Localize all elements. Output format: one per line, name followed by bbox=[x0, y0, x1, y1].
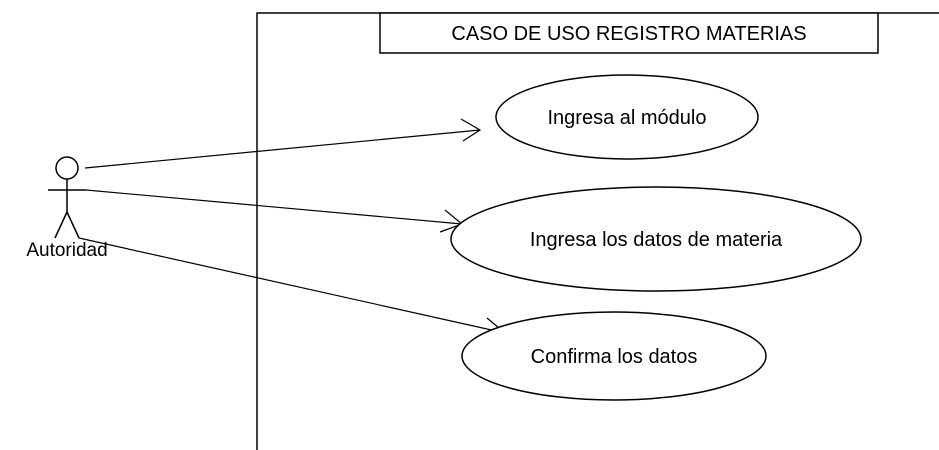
use-case-confirma-datos: Confirma los datos bbox=[461, 311, 767, 401]
association-line bbox=[85, 189, 463, 225]
actor-left-leg bbox=[54, 211, 68, 239]
use-case-ingresa-modulo: Ingresa al módulo bbox=[495, 74, 759, 160]
association-3 bbox=[78, 237, 507, 340]
title-box bbox=[379, 12, 879, 54]
use-case-ingresa-datos: Ingresa los datos de materia bbox=[450, 186, 862, 292]
actor-label: Autoridad bbox=[26, 240, 107, 261]
actor-head bbox=[55, 156, 79, 180]
actor-autoridad: Autoridad bbox=[26, 156, 108, 261]
association-line bbox=[84, 129, 481, 169]
use-case-ellipse bbox=[450, 186, 862, 292]
diagram-title: CASO DE USO REGISTRO MATERIAS bbox=[379, 12, 879, 54]
use-case-label: Ingresa los datos de materia bbox=[530, 229, 783, 251]
use-case-ellipse bbox=[461, 311, 767, 401]
association-2 bbox=[85, 189, 464, 233]
use-case-ellipse bbox=[495, 74, 759, 160]
actor-right-leg bbox=[66, 211, 80, 239]
use-case-label: Ingresa al módulo bbox=[548, 107, 707, 129]
use-case-label: Confirma los datos bbox=[531, 346, 698, 368]
title-text: CASO DE USO REGISTRO MATERIAS bbox=[451, 23, 806, 45]
arrowhead-icon bbox=[460, 118, 482, 142]
association-1 bbox=[84, 118, 482, 169]
association-line bbox=[78, 237, 506, 334]
